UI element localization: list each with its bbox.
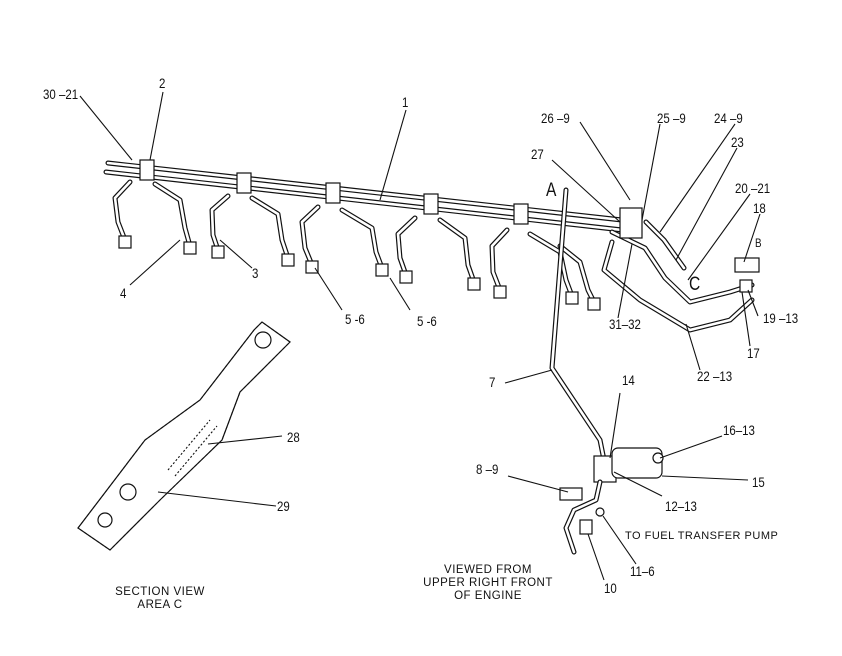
callout-16-13: 16–13 [723,422,755,438]
callout-27: 27 [531,146,544,162]
fuel-pump-note: TO FUEL TRANSFER PUMP [625,530,779,542]
viewed-from-caption-line-2: UPPER RIGHT FRONT [423,577,553,589]
return-lines [601,207,760,333]
injector-nuts [118,235,601,311]
section-view-caption-line-2: AREA C [137,599,183,611]
callout-17: 17 [747,345,760,361]
marker-b: B [755,236,762,250]
callout-1: 1 [402,94,409,110]
callout-20-21: 20 –21 [735,180,771,196]
callout-26-9: 26 –9 [541,110,570,126]
callout-8-9: 8 –9 [476,461,499,477]
callout-14: 14 [622,372,635,388]
callout-2: 2 [159,75,166,91]
filter-base [559,447,664,555]
callout-31-32: 31–32 [609,316,641,332]
callout-10: 10 [604,580,617,596]
callout-30-21: 30 –21 [43,86,79,102]
callout-11-6: 11–6 [630,563,655,579]
marker-c: C [689,274,701,295]
callout-18: 18 [753,200,766,216]
callout-7: 7 [489,374,496,390]
section-view-caption-line-1: SECTION VIEW [115,586,205,598]
viewed-from-caption-line-1: VIEWED FROM [444,564,532,576]
manifold-clamps [139,159,529,225]
callout-24-9: 24 –9 [714,110,743,126]
callout-19-13: 19 –13 [763,310,799,326]
viewed-from-caption: VIEWED FROM UPPER RIGHT FRONT OF ENGINE [408,564,568,603]
fuel-manifold [103,160,643,235]
supply-line [549,187,607,463]
callout-28: 28 [287,429,300,445]
callout-12-13: 12–13 [665,498,697,514]
callout-4: 4 [120,285,127,301]
callout-23: 23 [731,134,744,150]
viewed-from-caption-line-3: OF ENGINE [454,590,522,602]
callout-15: 15 [752,474,765,490]
callout-5-6-b: 5 -6 [417,313,437,329]
marker-a: A [546,180,557,201]
callout-22-13: 22 –13 [697,368,733,384]
callout-29: 29 [277,498,290,514]
callout-3: 3 [252,265,259,281]
section-view-caption: SECTION VIEW AREA C [100,586,220,612]
callout-25-9: 25 –9 [657,110,686,126]
injector-lines [112,179,597,305]
section-view [77,321,291,551]
leader-lines [79,91,761,581]
callout-5-6-a: 5 -6 [345,311,365,327]
